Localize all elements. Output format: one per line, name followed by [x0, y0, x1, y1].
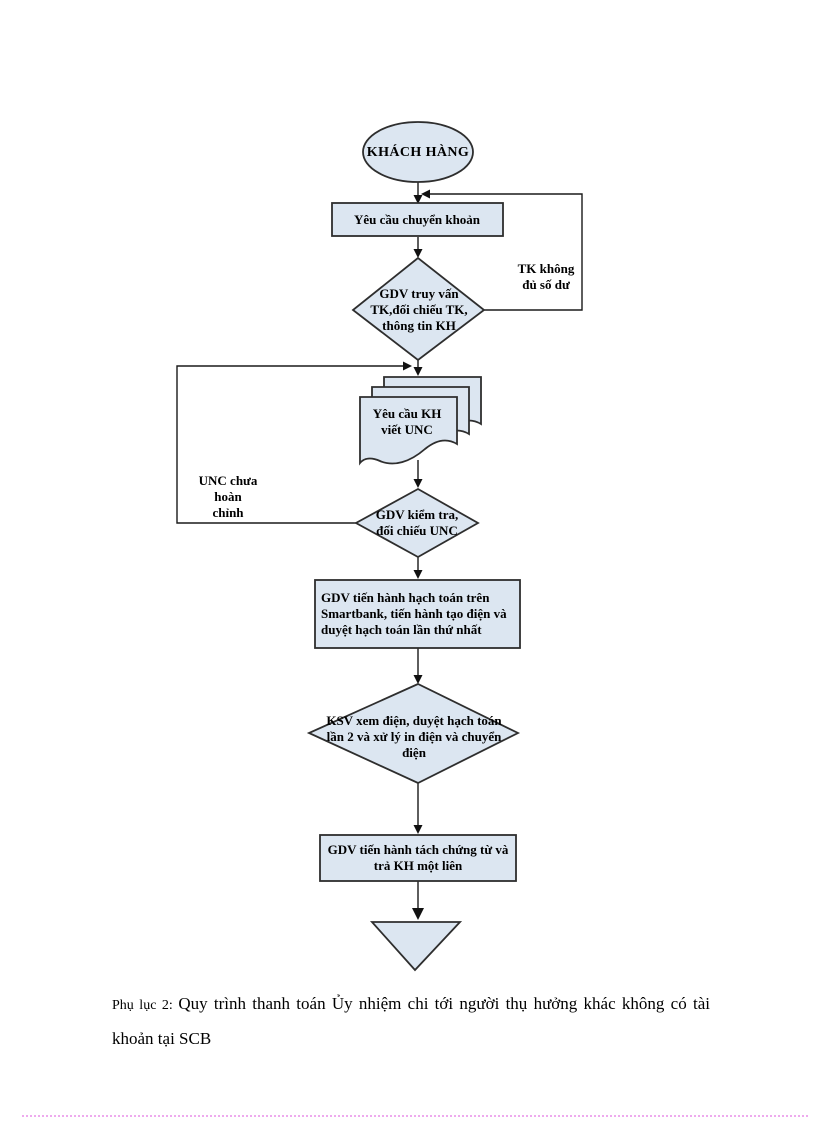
caption-prefix: Phụ lục 2: [112, 998, 179, 1013]
arrowhead-loop-insufficient [421, 189, 430, 199]
split-documents-label: GDV tiến hành tách chứng từ và trả KH mộ… [327, 842, 509, 873]
arrowhead-doc-to-check [413, 479, 423, 488]
arrowhead-check-to-process [413, 570, 423, 579]
arrowhead-start-to-request [413, 195, 423, 204]
check-diamond [354, 487, 480, 559]
caption-body: Quy trình thanh toán Ủy nhiệm chi tới ng… [112, 994, 710, 1048]
supervisor-approve-label: KSV xem điện, duyệt hạch toán lần 2 và x… [326, 713, 502, 760]
split-box [319, 834, 517, 882]
unc-document-label: Yêu cầu KH viết UNC [372, 406, 442, 437]
unc-document-shape [359, 376, 482, 466]
arrowhead-approve-to-split [413, 825, 423, 834]
insufficient-balance-label: TK không đủ số dư [517, 261, 575, 292]
start-label: KHÁCH HÀNG [366, 145, 470, 160]
query-diamond [351, 256, 486, 362]
approve-diamond [306, 683, 521, 784]
process-accounting-label: GDV tiến hành hạch toán trên Smartbank, … [321, 590, 507, 637]
arrowhead-split-to-end [412, 908, 424, 920]
end-triangle [369, 921, 463, 972]
arrowhead-process-to-approve [413, 675, 423, 684]
connector-loop-insufficient [429, 193, 583, 311]
arrowhead-request-to-query [413, 249, 423, 258]
connector-loop-unc-incomplete [176, 365, 404, 524]
process-box [314, 579, 521, 649]
document-page-1 [359, 396, 458, 466]
request-label: Yêu cầu chuyển khoản [353, 212, 481, 227]
start-oval [362, 121, 474, 183]
request-box [331, 202, 504, 237]
arrowhead-loop-unc-incomplete [403, 361, 412, 371]
query-label: GDV truy vấn TK,đối chiếu TK, thông tin … [370, 286, 468, 333]
unc-incomplete-label: UNC chưa hoàn chỉnh [198, 473, 258, 520]
page-bottom-dotted-line [22, 1115, 808, 1117]
caption: Phụ lục 2: Quy trình thanh toán Ủy nhiệm… [112, 987, 710, 1055]
check-unc-label: GDV kiểm tra, đối chiếu UNC [375, 507, 459, 538]
arrowhead-query-to-doc [413, 367, 423, 376]
